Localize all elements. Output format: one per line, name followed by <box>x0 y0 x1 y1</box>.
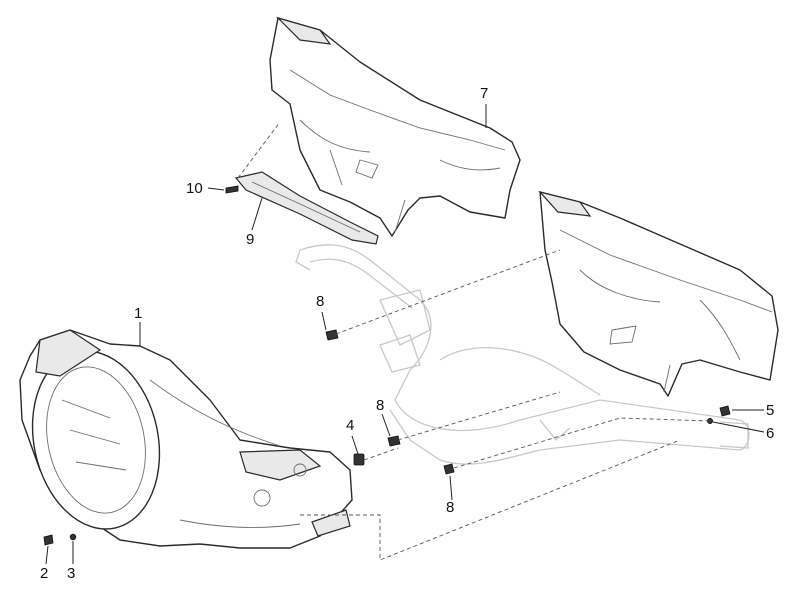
callout-label-8-middle: 8 <box>376 397 385 414</box>
screw-8-upper <box>325 329 339 341</box>
screw-2 <box>43 534 54 546</box>
callout-leaders <box>45 104 765 565</box>
callout-label-2: 2 <box>40 565 49 582</box>
screw-5 <box>719 405 731 417</box>
callout-label-3: 3 <box>67 565 76 582</box>
callout-label-1: 1 <box>134 305 143 322</box>
callout-label-7: 7 <box>480 85 489 102</box>
callout-label-6: 6 <box>766 425 775 442</box>
screw-8-middle <box>387 435 401 447</box>
callout-label-4: 4 <box>346 417 355 434</box>
callout-label-8-upper: 8 <box>316 293 325 310</box>
handlebar-frame-ghost <box>295 244 750 465</box>
upper-rear-cover-part <box>269 16 521 237</box>
screw-10-part <box>225 185 239 194</box>
screw-8-lower <box>443 463 455 475</box>
callout-label-9: 9 <box>246 231 255 248</box>
front-housing-part <box>19 329 353 549</box>
hardware-items <box>43 329 731 546</box>
washer-3 <box>69 533 77 541</box>
clip-4 <box>353 453 365 466</box>
assembly-guide-lines <box>237 121 711 561</box>
callout-label-10: 10 <box>186 180 203 197</box>
right-cover-part <box>538 190 779 397</box>
callout-label-8-lower: 8 <box>446 499 455 516</box>
callout-label-5: 5 <box>766 402 775 419</box>
cover-strip-part <box>234 171 379 245</box>
